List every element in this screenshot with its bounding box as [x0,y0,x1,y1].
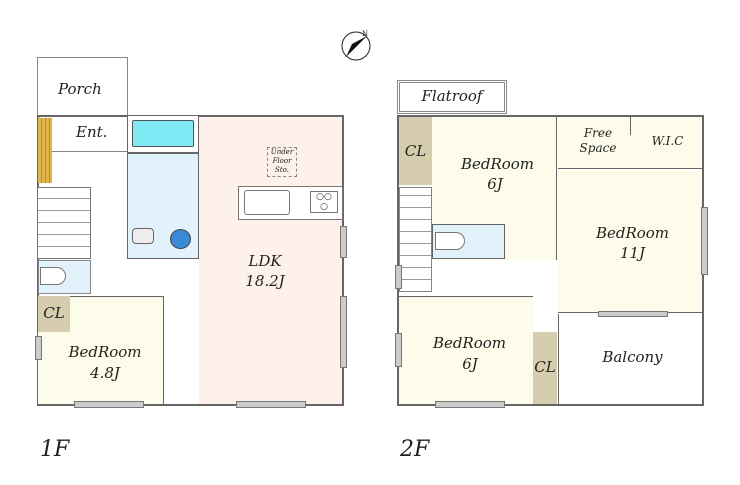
entrance-label: Ent. [76,123,108,141]
closet-2f-top [399,117,432,185]
entrance-step-line [52,151,127,152]
porch [37,57,128,117]
window [236,401,306,408]
ldk-size: 18.2J [245,272,285,290]
bedroom-2f-c-size: 6J [462,355,478,373]
window [340,226,347,258]
window [598,311,668,317]
closet-2f-bottom [533,332,557,404]
floor-2-label: 2F [400,437,430,462]
under-floor-storage-label: Under Floor Sto. [270,148,294,174]
bedroom-2f-c-label: BedRoom [432,334,507,352]
balcony-label: Balcony [602,348,663,366]
toilet-icon [40,267,66,285]
stairs-2f [399,187,432,292]
bedroom-2f-a-label: BedRoom [460,155,535,173]
balcony [558,314,702,404]
wic-label: W.I.C [651,134,684,148]
closet-1f [38,296,70,332]
floor-1-label: 1F [40,437,70,462]
stove-icon: ○○○ [310,191,338,213]
bedroom-1f-size: 4.8J [90,364,120,382]
closet-2f-top-label: CL [404,142,427,160]
bedroom-2f-b [558,170,702,313]
porch-label: Porch [58,80,102,98]
bathtub-icon [132,120,194,147]
window [395,333,402,367]
window [35,336,42,360]
window [74,401,144,408]
window [701,207,708,275]
stairs-1f [37,187,91,259]
under-floor-storage [267,147,297,177]
compass-north-label: N [362,30,369,38]
toilet-icon [435,232,465,250]
window [395,265,402,289]
kitchen-sink-icon [244,190,290,215]
sink-icon [132,228,154,244]
bedroom-2f-b-size: 11J [619,244,646,262]
compass-icon: N [340,30,372,62]
bedroom-2f-a-size: 6J [487,175,503,193]
washing-machine-icon [170,229,191,249]
window [340,296,347,368]
ldk-label: LDK [248,252,282,270]
closet-1f-label: CL [43,304,65,322]
free-space-label: Free Space [579,126,617,155]
bedroom-1f-label: BedRoom [68,343,142,361]
bedroom-2f-c [399,296,533,404]
flatroof [397,80,507,114]
ldk-room [199,117,342,404]
window [435,401,505,408]
shoe-cabinet [38,118,52,183]
free-space-divider [630,117,631,135]
flatroof-label: Flatroof [421,87,483,105]
closet-2f-bottom-label: CL [534,358,556,376]
bedroom-2f-b-label: BedRoom [595,224,670,242]
